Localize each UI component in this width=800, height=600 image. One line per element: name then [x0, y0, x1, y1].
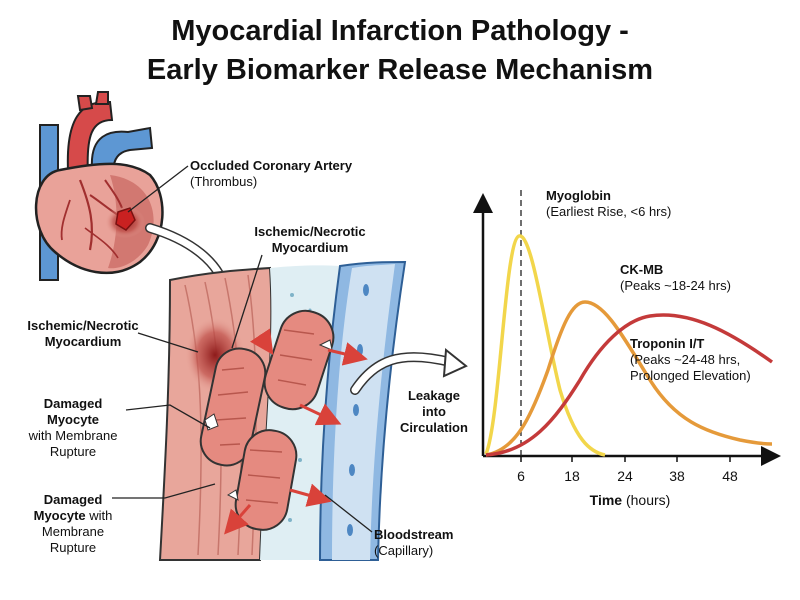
troponin-curve [485, 313, 774, 457]
ckmb-curve [485, 300, 773, 457]
occluded-artery-label: Occluded Coronary Artery(Thrombus) [190, 158, 353, 189]
x-axis-label: Time (hours) [589, 492, 671, 508]
biomarker-chart: 6 18 24 38 48 [473, 188, 781, 484]
bloodstream-label: Bloodstream(Capillary) [374, 527, 454, 558]
heart [34, 91, 164, 281]
myoglobin-curve [484, 234, 606, 457]
tissue-pointers [112, 254, 373, 533]
title-line-1: Myocardial Infarction Pathology - [171, 15, 629, 47]
x-tick-label: 6 [517, 468, 525, 484]
myocyte-cell [234, 429, 298, 531]
ckmb-label: CK-MB(Peaks ~18-24 hrs) [620, 262, 731, 293]
tissue-section [158, 260, 407, 561]
occluded-pointer [127, 165, 189, 213]
myoglobin-label: Myoglobin(Earliest Rise, <6 hrs) [546, 188, 672, 219]
title-line-2: Early Biomarker Release Mechanism [146, 54, 654, 86]
myocyte-cell [199, 347, 267, 467]
x-ticks: 6 18 24 38 48 [517, 456, 738, 484]
x-tick-label: 18 [564, 468, 580, 484]
x-tick-label: 48 [722, 468, 738, 484]
troponin-label: Troponin I/T(Peaks ~24-48 hrs,Prolonged … [630, 336, 751, 383]
x-tick-label: 38 [669, 468, 685, 484]
x-tick-label: 24 [617, 468, 633, 484]
